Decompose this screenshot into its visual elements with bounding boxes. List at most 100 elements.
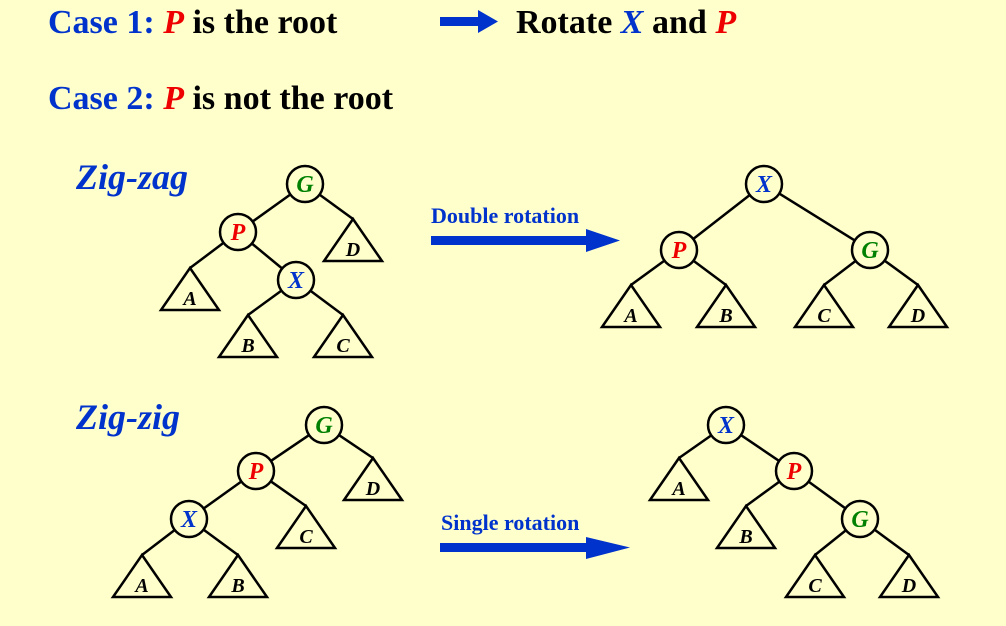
zigzig-before-tree: A B C D G P X [110,405,405,599]
tree-edge [873,528,910,557]
subtree-triangle [714,503,778,550]
subtree-label: C [808,575,822,597]
subtree-label: B [230,575,244,597]
subtree-label: A [670,478,685,500]
subtree-triangle [792,282,856,329]
subtree-label: C [336,335,350,357]
subtree-triangle [877,552,941,599]
tree-edge [189,241,225,270]
subtree-label: A [622,305,637,327]
tree-node-label: X [287,268,305,294]
case1-node: P [163,4,184,41]
case1-action-verb: Rotate [516,4,613,41]
tree-node-label: X [717,413,735,439]
subtree-triangle [206,552,270,599]
case1-heading: Case 1: P is the root [48,4,337,42]
case2-heading: Case 2: P is not the root [48,80,393,118]
subtree-triangle [886,282,950,329]
subtree-label: B [718,305,732,327]
double-rotation-label: Double rotation [431,203,580,228]
tree-node-label: P [230,220,246,246]
zigzig-label: Zig-zig [76,397,180,437]
tree-edge [247,289,283,317]
subtree-triangle [341,455,405,502]
subtree-label: D [901,575,916,597]
zigzag-after-tree: A B C D X P G [599,164,950,329]
tree-node-circle [236,451,276,491]
tree-node-circle [218,212,258,252]
subtree-label: B [738,526,752,548]
tree-node-circle [304,405,344,445]
subtree-label: D [365,478,380,500]
subtree-label: B [240,335,254,357]
tree-node-label: P [248,459,264,485]
subtree-triangle [647,455,711,502]
tree-node-label: X [755,172,773,198]
single-rotation-label: Single rotation [441,510,580,535]
double-rotation-arrow-icon [431,229,620,252]
tree-edge [202,480,243,510]
case1-arrow-icon [440,10,498,33]
subtree-triangle [158,265,222,312]
tree-node-circle [169,499,209,539]
case1-action-and: and [651,4,707,41]
tree-edge [814,529,847,556]
case1-prefix: Case 1: [48,4,155,41]
subtree-label: C [817,305,831,327]
subtree-triangle [274,503,338,550]
subtree-triangle [599,282,663,329]
case2-prefix: Case 2: [48,80,155,117]
subtree-label: C [299,526,313,548]
tree-node-circle [744,164,784,204]
subtree-triangle [321,216,385,263]
zigzag-before-tree: A B C D G P X [158,164,385,359]
tree-edge [270,434,310,462]
tree-edge [141,528,176,556]
subtree-label: A [181,288,196,310]
subtree-triangle [783,552,847,599]
tree-node-circle [659,230,699,270]
tree-node-label: G [315,413,333,439]
tree-edge [692,259,727,287]
zigzig-after-tree: A B C D X P G [647,405,941,599]
tree-edge [678,434,712,460]
tree-node-circle [285,164,325,204]
tree-edge [807,480,847,510]
case1-text: is the root [192,4,338,41]
tree-edge [883,259,919,287]
tree-node-label: G [851,507,869,533]
subtree-triangle [110,552,174,599]
tree-edge [251,242,283,270]
tree-edge [309,289,344,317]
tree-node-circle [706,405,746,445]
case2-node: P [163,80,184,117]
tree-edge [692,194,751,240]
case1-action: Rotate X and P [516,4,736,42]
subtree-label: A [133,575,148,597]
zigzag-label: Zig-zag [76,157,188,197]
tree-edge [630,259,666,287]
tree-node-label: P [786,459,802,485]
tree-edge [202,528,239,557]
tree-node-label: G [296,172,314,198]
tree-edge [338,434,374,460]
tree-node-circle [840,499,880,539]
single-rotation-arrow-icon [440,537,630,559]
tree-node-label: P [671,238,687,264]
tree-node-circle [850,230,890,270]
subtree-triangle [694,282,758,329]
subtree-label: D [345,239,360,261]
tree-node-label: X [180,507,198,533]
subtree-triangle [311,312,375,359]
tree-edge [745,480,781,508]
tree-edge [318,193,354,221]
tree-node-circle [276,260,316,300]
tree-edge [740,434,780,462]
case1-action-p: P [715,4,737,41]
case1-action-x: X [620,4,644,41]
subtree-label: D [910,305,925,327]
tree-node-circle [774,451,814,491]
tree-node-label: G [861,238,879,264]
subtree-triangle [216,312,280,359]
